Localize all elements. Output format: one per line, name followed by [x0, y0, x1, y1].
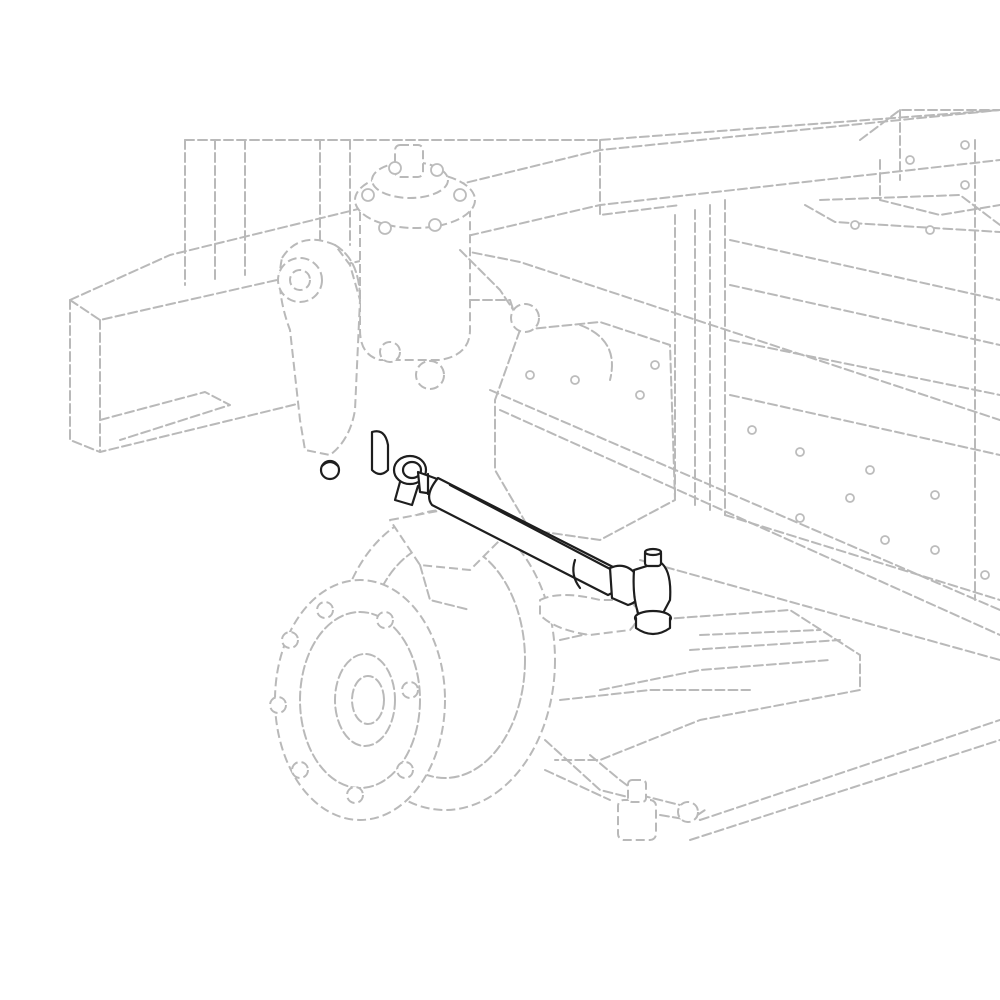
tie-rod-end	[589, 754, 706, 841]
wheel-studs	[269, 601, 419, 804]
steering-gear-box	[354, 144, 540, 390]
wheel-hub-rotor	[269, 504, 556, 821]
drag-link-front-socket	[608, 547, 673, 636]
spring-hanger-bracket	[494, 140, 990, 580]
frame-rail	[69, 109, 1000, 841]
front-axle-beam	[544, 609, 861, 801]
drag-link	[319, 430, 673, 636]
pitman-arm	[277, 238, 361, 456]
